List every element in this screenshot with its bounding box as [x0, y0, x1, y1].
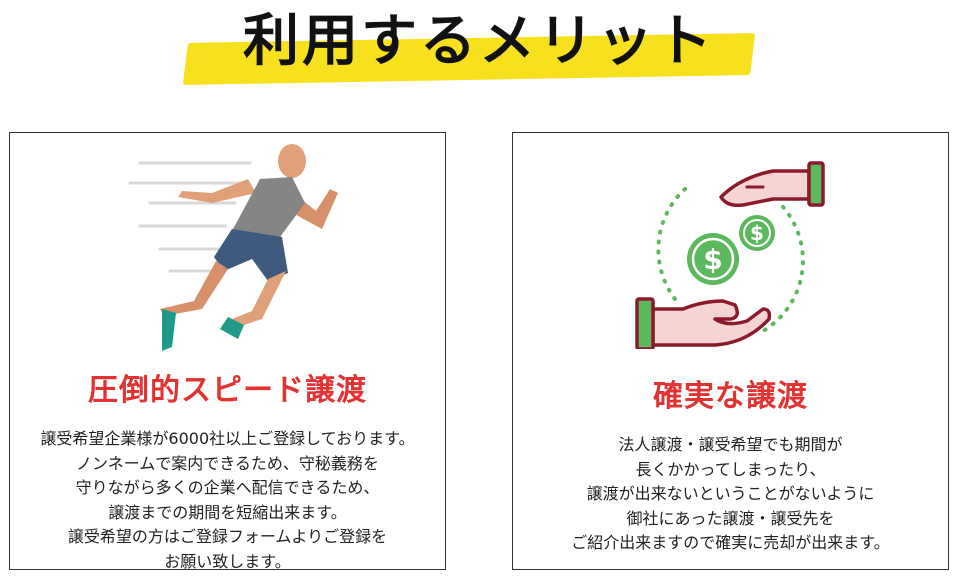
running-man-icon: [128, 144, 338, 351]
description-line: 譲渡までの期間を短縮出来ます。: [108, 502, 347, 522]
card-heading: 確実な譲渡: [653, 379, 808, 414]
description-line: 譲渡が出来ないということがないように: [586, 484, 875, 503]
merit-card-certain: $ $ 確実な譲渡 法人譲渡・譲受希望でも期間が 長くかかってしまったり、 譲渡…: [512, 132, 949, 570]
description-line: 御社にあった譲渡・譲受先を: [626, 508, 835, 528]
svg-text:$: $: [703, 243, 722, 276]
money-exchange-hands-icon: $ $: [635, 161, 825, 349]
description-line: ご紹介出来ますので確実に売却が出来ます。: [571, 533, 890, 552]
description-line: 譲受希望企業様が6000社以上ご登録しております。: [40, 429, 415, 448]
section-header: 利用するメリット: [0, 0, 958, 100]
card-description: 法人譲渡・譲受希望でも期間が 長くかかってしまったり、 譲渡が出来ないということ…: [513, 433, 948, 556]
description-line: 長くかかってしまったり、: [635, 459, 826, 479]
card-heading: 圧倒的スピード譲渡: [88, 373, 367, 408]
description-line: 譲受希望の方はご登録フォームよりご登録を: [67, 527, 388, 546]
svg-text:$: $: [750, 221, 764, 245]
merit-card-speed: 圧倒的スピード譲渡 譲受希望企業様が6000社以上ご登録しております。 ノンネー…: [9, 132, 446, 571]
description-line: 守りながら多くの企業へ配信できるため、: [75, 478, 380, 497]
description-line: 法人譲渡・譲受希望でも期間が: [618, 435, 843, 454]
description-line: ノンネームで案内できるため、守秘義務を: [76, 453, 379, 473]
description-line: お願い致します。: [164, 551, 291, 571]
page-title: 利用するメリット: [243, 9, 715, 74]
card-description: 譲受希望企業様が6000社以上ご登録しております。 ノンネームで案内できるため、…: [10, 427, 445, 574]
